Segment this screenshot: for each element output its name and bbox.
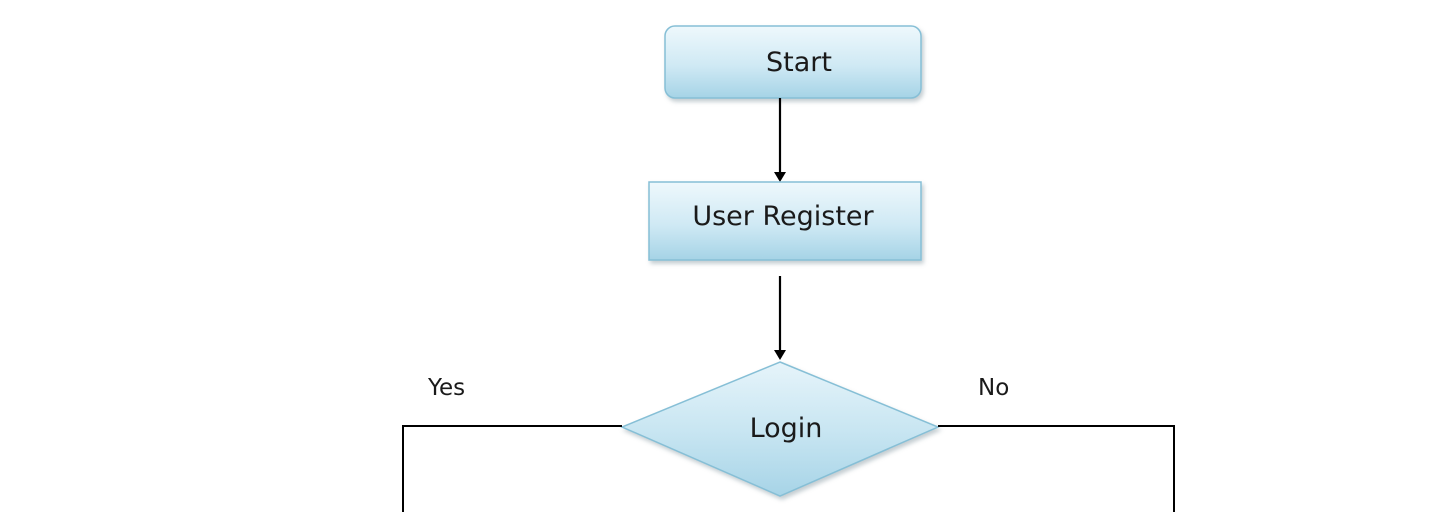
yes-branch-label: Yes: [427, 375, 465, 401]
login-decision-label: Login: [750, 413, 823, 444]
start-node: Start: [664, 25, 922, 99]
yes-branch-line: [402, 425, 622, 512]
login-decision-node: Login: [620, 361, 940, 497]
no-branch-line: [938, 425, 1175, 512]
start-node-label: Start: [766, 47, 832, 78]
no-branch-label: No: [978, 375, 1009, 401]
user-register-node: User Register: [648, 181, 922, 261]
user-register-node-label: User Register: [692, 201, 874, 232]
